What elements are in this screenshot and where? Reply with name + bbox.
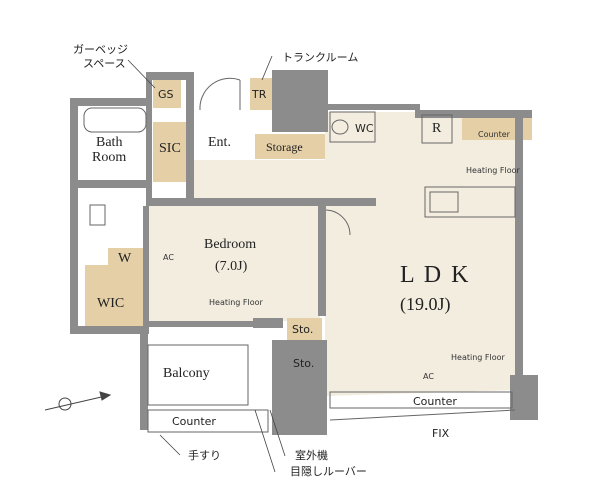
- ldk-label: L D K: [400, 262, 471, 288]
- wall-bath-bottom: [78, 180, 150, 188]
- wc-label: WC: [355, 122, 374, 135]
- w-fill: [108, 248, 143, 270]
- wall-balcony-left: [140, 330, 148, 430]
- sto2-label: Sto.: [293, 357, 315, 370]
- heating-floor-ldk: Heating Floor: [451, 353, 505, 362]
- counter-kitchen-label: Counter: [478, 130, 510, 139]
- trunk-room-label: トランクルーム: [282, 51, 359, 64]
- tr-label: TR: [252, 88, 267, 101]
- walls: [70, 70, 538, 435]
- w-label: W: [118, 251, 132, 266]
- wall-left-lower: [70, 326, 144, 334]
- wall-bed-bottom: [143, 321, 273, 327]
- ac-bedroom: AC: [163, 253, 174, 262]
- balcony-counter: [147, 409, 269, 433]
- garbage-space-label-2: スペース: [83, 57, 126, 70]
- compass-icon: [44, 391, 112, 411]
- storage-label: Storage: [266, 140, 303, 154]
- wall-right: [515, 110, 523, 380]
- kitchen-floor: [415, 145, 515, 185]
- wall-bed-left: [143, 206, 149, 334]
- counter-balcony-label: Counter: [172, 415, 216, 428]
- wc-box: [329, 111, 376, 143]
- fix-label: FIX: [432, 427, 450, 440]
- wall-storage-post: [253, 318, 283, 328]
- gs-label: GS: [158, 88, 174, 101]
- heating-floor-kitchen: Heating Floor: [466, 166, 520, 175]
- sto1-fill: [287, 318, 322, 340]
- bedroom-floor: [148, 206, 320, 321]
- bathtub: [83, 107, 147, 133]
- ldk-size: (19.0J): [400, 294, 451, 314]
- screen-louver-label: 目隠しルーバー: [290, 465, 367, 478]
- storage-fill: [255, 134, 325, 159]
- outlines: [83, 77, 516, 433]
- sto1-label: Sto.: [292, 323, 314, 336]
- wic-label: WIC: [97, 296, 125, 311]
- fridge-box: [421, 114, 453, 144]
- kitchen-island: [424, 186, 516, 218]
- fix-window: [329, 409, 516, 421]
- wall-hall-bottom: [146, 198, 376, 206]
- wall-right-top: [415, 110, 532, 118]
- wall-top-left: [70, 98, 150, 106]
- refrigerator-label: R: [432, 121, 442, 136]
- wall-sic-right: [186, 76, 194, 206]
- callout-leaders: [127, 55, 286, 473]
- heating-floor-bedroom: Heating Floor: [209, 298, 263, 307]
- wall-sic-left: [146, 76, 152, 206]
- wall-tr-block: [272, 70, 328, 132]
- wall-column-corner: [510, 375, 538, 420]
- ac-ldk: AC: [423, 372, 434, 381]
- balcony-rail: [147, 344, 249, 406]
- counter-kitchen-fill: [462, 118, 532, 140]
- toilet: [331, 119, 349, 135]
- ldk-counter: [329, 391, 513, 409]
- bedroom-label: Bedroom: [204, 237, 257, 252]
- bedroom-door: [325, 209, 351, 236]
- bath-label: Bath: [96, 135, 123, 150]
- wall-left: [70, 98, 78, 334]
- wic-fill: [85, 265, 143, 327]
- tr-fill: [250, 78, 272, 110]
- outdoor-unit-label: 室外機: [295, 449, 328, 462]
- entrance-label: Ent.: [208, 135, 231, 150]
- wall-wc-top: [325, 104, 420, 110]
- sic-label: SIC: [159, 141, 181, 156]
- ldk-floor-lower: [325, 378, 515, 396]
- counter-ldk-label: Counter: [413, 395, 457, 408]
- wall-column-bottom: [272, 340, 327, 435]
- handrail-label: 手すり: [188, 449, 221, 462]
- garbage-space-label: ガーベッジ: [73, 43, 128, 56]
- bedroom-size: (7.0J): [215, 259, 248, 274]
- sink: [429, 191, 459, 213]
- washbasin: [89, 204, 106, 226]
- entrance-door: [199, 77, 241, 111]
- wall-bed-right: [318, 206, 326, 316]
- balcony-label: Balcony: [163, 366, 210, 381]
- floors: [148, 112, 515, 396]
- bath-label-2: Room: [92, 150, 127, 165]
- gs-fill: [153, 80, 181, 108]
- wall-gs-top: [146, 72, 194, 80]
